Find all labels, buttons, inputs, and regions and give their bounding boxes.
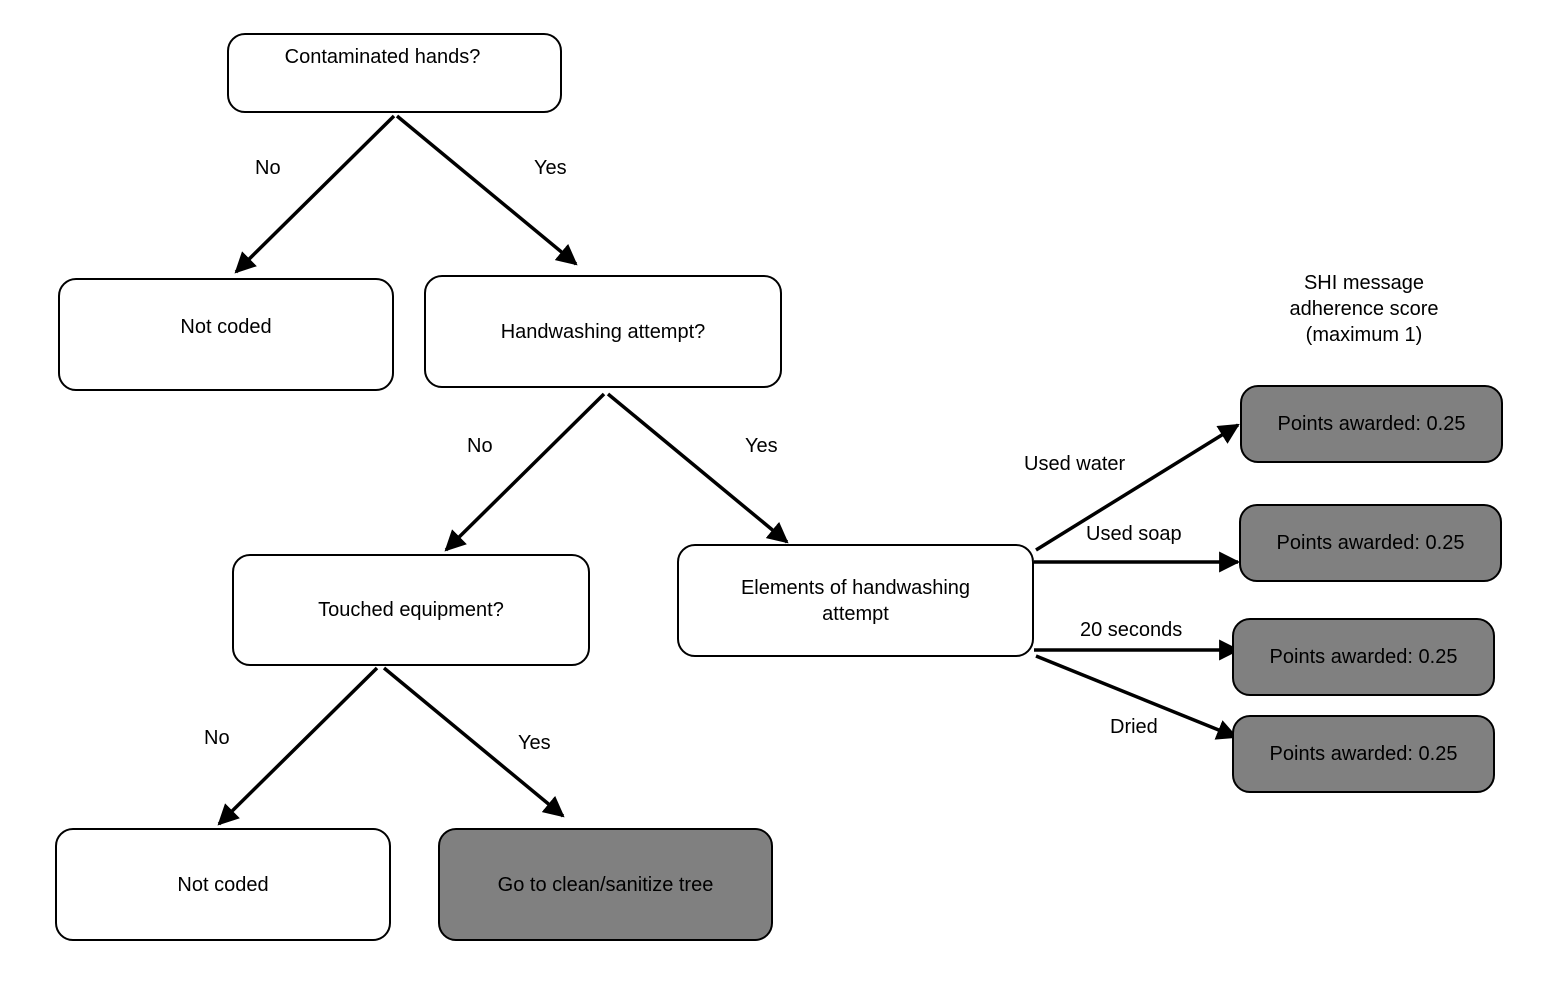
node-contaminated-hands: Contaminated hands?: [227, 33, 562, 113]
edge-attempt-yes: [606, 392, 789, 544]
node-touched-equipment: Touched equipment?: [232, 554, 590, 666]
node-not-coded-1-label: Not coded: [180, 315, 272, 338]
node-points-soap: Points awarded: 0.25: [1239, 504, 1502, 582]
node-elements-of-handwashing: Elements of handwashing attempt: [677, 544, 1034, 657]
node-touched-equipment-label: Touched equipment?: [318, 599, 504, 621]
node-points-seconds-label: Points awarded: 0.25: [1269, 646, 1458, 668]
edge-label-equipment-no: No: [204, 727, 230, 749]
edge-label-dried: Dried: [1110, 716, 1158, 738]
edge-hands-yes: [395, 114, 578, 266]
node-points-dried: Points awarded: 0.25: [1232, 715, 1495, 793]
edge-dried: [1035, 654, 1238, 740]
node-handwashing-attempt: Handwashing attempt?: [424, 275, 782, 388]
edge-used-water: [1035, 423, 1240, 552]
node-points-dried-label: Points awarded: 0.25: [1269, 743, 1458, 765]
node-go-to-clean-sanitize: Go to clean/sanitize tree: [438, 828, 773, 941]
node-points-soap-label: Points awarded: 0.25: [1276, 532, 1465, 554]
node-handwashing-attempt-label: Handwashing attempt?: [500, 320, 706, 343]
edge-label-20-seconds: 20 seconds: [1080, 619, 1183, 641]
edge-label-attempt-no: No: [467, 435, 493, 457]
score-header-line-3: (maximum 1): [1305, 324, 1423, 346]
node-go-to-clean-sanitize-label: Go to clean/sanitize tree: [497, 873, 714, 896]
edge-label-used-soap: Used soap: [1086, 523, 1182, 545]
node-points-water: Points awarded: 0.25: [1240, 385, 1503, 463]
score-header-line-1: SHI message: [1303, 272, 1425, 294]
node-points-seconds: Points awarded: 0.25: [1232, 618, 1495, 696]
node-not-coded-2: Not coded: [55, 828, 391, 941]
edge-label-equipment-yes: Yes: [518, 732, 551, 754]
edge-equipment-no: [217, 666, 379, 826]
node-elements-of-handwashing-label: Elements of handwashing attempt: [740, 576, 971, 625]
node-contaminated-hands-label: Contaminated hands?: [284, 46, 481, 68]
score-header-line-2: adherence score: [1289, 298, 1439, 320]
edge-equipment-yes: [382, 666, 565, 818]
edge-label-hands-yes: Yes: [534, 157, 567, 179]
edge-hands-no: [234, 114, 396, 274]
edge-attempt-no: [444, 392, 606, 552]
node-not-coded-1: Not coded: [58, 278, 394, 391]
node-points-water-label: Points awarded: 0.25: [1277, 413, 1466, 435]
node-not-coded-2-label: Not coded: [177, 873, 269, 896]
edge-label-used-water: Used water: [1024, 453, 1126, 475]
edge-label-hands-no: No: [255, 157, 281, 179]
edge-label-attempt-yes: Yes: [745, 435, 778, 457]
score-column-header: SHI message adherence score (maximum 1): [1264, 270, 1464, 348]
